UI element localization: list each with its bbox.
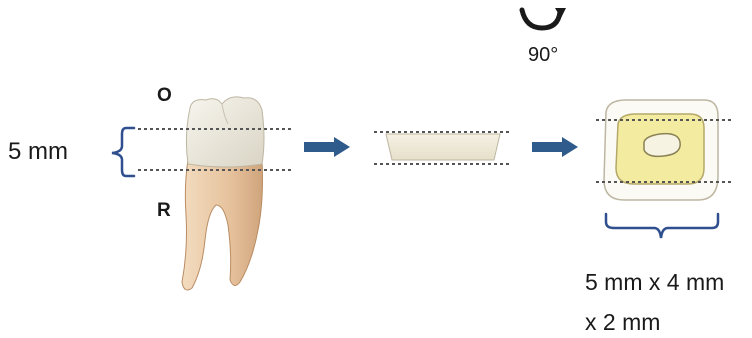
dimensions-line-1: 5 mm x 4 mm [585,269,724,295]
arrow-right-icon [304,137,350,157]
width-bracket [606,214,718,238]
dimensions-line-2: x 2 mm [585,309,660,335]
occlusal-label: O [157,85,172,106]
root-label: R [157,200,171,221]
rotation-label: 90° [528,44,558,66]
tooth-slice [386,134,500,160]
molar-tooth-illustration [182,97,264,290]
tooth-roots [182,160,263,290]
rotation-arrow-icon [522,10,560,28]
height-bracket [112,128,134,176]
arrow-right-icon [532,137,578,157]
height-label: 5 mm [8,138,68,165]
slice-pulp [644,134,680,157]
tooth-crown [186,97,264,167]
rotated-slice-illustration [604,100,718,200]
